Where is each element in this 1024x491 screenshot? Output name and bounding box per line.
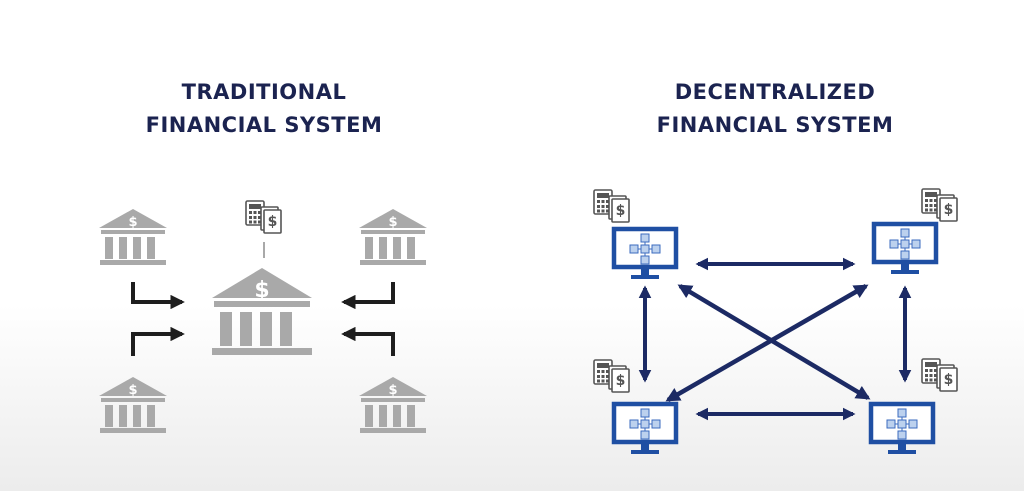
computer-monitor-icon xyxy=(614,229,676,279)
arrow-to-central-bank xyxy=(341,282,395,310)
arrow-to-central-bank xyxy=(131,326,185,356)
traditional-title-line1: TRADITIONAL xyxy=(181,80,347,104)
decentralized-title: DECENTRALIZED FINANCIAL SYSTEM xyxy=(640,76,910,142)
traditional-diagram: $ $ $ $ $ xyxy=(99,200,427,433)
decentralized-title-line2: FINANCIAL SYSTEM xyxy=(656,113,894,137)
traditional-title: TRADITIONAL FINANCIAL SYSTEM xyxy=(130,76,398,142)
traditional-title-line2: FINANCIAL SYSTEM xyxy=(145,113,383,137)
decentralized-title-line1: DECENTRALIZED xyxy=(674,80,876,104)
calculator-icon xyxy=(593,189,630,223)
arrow-to-central-bank xyxy=(341,326,395,356)
bank-dollar-symbol: $ xyxy=(388,383,397,398)
peer-link-arrow xyxy=(665,284,869,402)
bank-dollar-symbol: $ xyxy=(128,215,137,230)
central-bank-dollar-symbol: $ xyxy=(254,278,269,303)
calculator-icon xyxy=(921,188,958,222)
computer-monitor-icon xyxy=(874,224,936,274)
bank-dollar-symbol: $ xyxy=(128,383,137,398)
computer-monitor-icon xyxy=(614,404,676,454)
bank-dollar-symbol: $ xyxy=(388,215,397,230)
computer-monitor-icon xyxy=(871,404,933,454)
calculator-icon xyxy=(921,358,958,392)
decentralized-diagram xyxy=(593,188,958,454)
calculator-icon xyxy=(593,359,630,393)
arrow-to-central-bank xyxy=(131,282,185,310)
calculator-icon xyxy=(245,200,282,234)
